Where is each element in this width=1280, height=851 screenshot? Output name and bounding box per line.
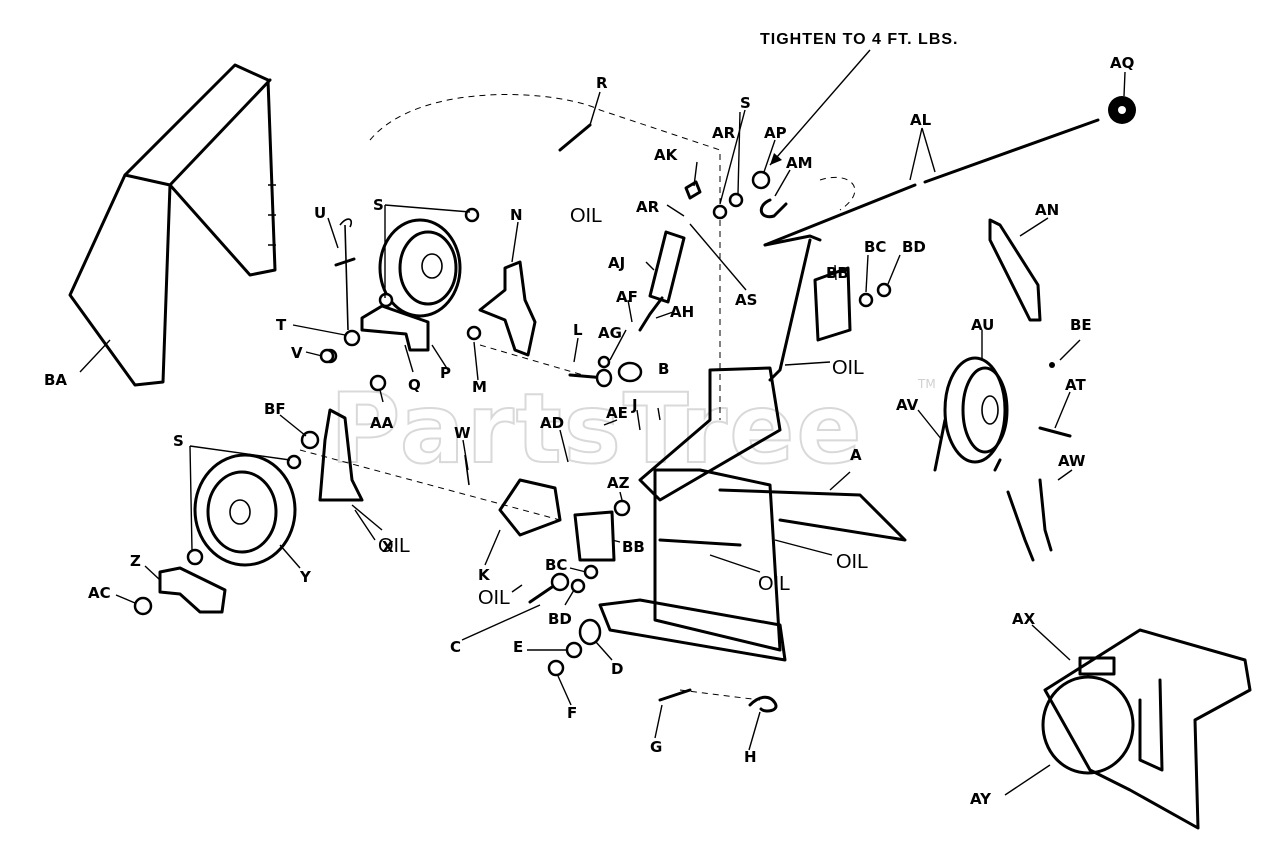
middle-hardware (319, 348, 631, 537)
label-ak: AK (654, 146, 679, 164)
label-bc: BC (864, 238, 886, 256)
center-linkage-parts (568, 180, 702, 388)
label-aj: AJ (608, 254, 625, 272)
oil-label: OIL (378, 535, 410, 557)
assembly-guide-line (679, 689, 761, 701)
assembly-guide-line (479, 344, 601, 381)
bracket-an (988, 218, 1042, 322)
label-ag: AG (598, 324, 622, 342)
label-q: Q (408, 376, 421, 394)
bolt-r (558, 123, 592, 152)
assembly-guide-line (369, 94, 721, 420)
label-ad: AD (540, 414, 564, 432)
label-x: X (382, 538, 394, 556)
label-ax: AX (1012, 610, 1036, 628)
label-s-lower: S (173, 432, 184, 450)
pin-at (1038, 426, 1072, 438)
oil-callouts: OIL OIL OIL OIL OIL OIL (354, 205, 868, 609)
label-t: T (276, 316, 287, 334)
label-s: S (740, 94, 751, 112)
label-ba: BA (44, 371, 67, 389)
label-be: BE (1070, 316, 1092, 334)
oil-label: OIL (570, 205, 602, 227)
label-ar-2: AR (712, 124, 736, 142)
label-f: F (567, 704, 577, 722)
label-au: AU (971, 316, 994, 334)
oil-label: OIL (832, 357, 864, 379)
label-ap: AP (764, 124, 787, 142)
label-m: M (472, 378, 487, 396)
label-ac: AC (88, 584, 111, 602)
watermark-trademark: TM (917, 377, 936, 391)
label-r: R (596, 74, 608, 92)
label-am: AM (786, 154, 813, 172)
label-leaders (79, 71, 1126, 796)
belt-guard-shield (68, 63, 277, 387)
torque-note: TIGHTEN TO 4 FT. LBS. (760, 31, 959, 48)
label-a: A (850, 446, 862, 464)
label-ay: AY (970, 790, 992, 808)
label-j: J (631, 396, 638, 414)
upper-idler-assembly (322, 207, 480, 364)
label-e: E (513, 638, 523, 656)
label-aa: AA (370, 414, 394, 432)
label-af: AF (616, 288, 638, 306)
label-at: AT (1065, 376, 1086, 394)
label-b: B (658, 360, 669, 378)
oil-label: OIL (758, 573, 790, 595)
washer-bc (858, 292, 874, 308)
part-labels: BA R S S N U T V Q P M AA L AG AF AH AJ … (44, 54, 1134, 808)
upper-hardware (712, 170, 788, 220)
label-bf: BF (264, 400, 286, 418)
label-bd: BD (902, 238, 926, 256)
label-ar: AR (636, 198, 660, 216)
oil-label: OIL (478, 587, 510, 609)
label-k: K (478, 566, 491, 584)
oil-label: OIL (836, 551, 868, 573)
torque-leader (769, 49, 871, 166)
nut-bd (876, 282, 892, 298)
label-h: H (744, 748, 757, 766)
torque-arrowhead (770, 153, 782, 165)
main-frame (598, 238, 907, 662)
label-v: V (291, 344, 303, 362)
label-w: W (454, 424, 471, 442)
label-s: S (373, 196, 384, 214)
label-u: U (314, 204, 326, 222)
label-ah: AH (670, 303, 694, 321)
bracket-bb-upper (813, 266, 852, 342)
label-bb-lower: BB (622, 538, 645, 556)
assembly-guide-line (299, 449, 561, 521)
label-av: AV (896, 396, 919, 414)
label-d: D (611, 660, 623, 678)
label-bd-lower: BD (548, 610, 572, 628)
label-az: AZ (607, 474, 630, 492)
label-as: AS (735, 291, 757, 309)
lower-idler-assembly (133, 408, 364, 616)
drive-pulley (933, 356, 1009, 472)
label-l: L (573, 321, 583, 339)
label-n: N (510, 206, 523, 224)
assembly-guide-line (819, 176, 856, 211)
label-ae: AE (606, 404, 628, 422)
label-al: AL (910, 111, 932, 129)
label-c: C (450, 638, 461, 656)
label-an: AN (1035, 201, 1059, 219)
bracket-bb-lower (573, 510, 616, 562)
bracket-n (466, 260, 537, 357)
label-z: Z (130, 552, 141, 570)
control-rod (763, 96, 1136, 247)
part-be (1049, 362, 1055, 368)
label-bc-lower: BC (545, 556, 567, 574)
spring-aw (1006, 478, 1053, 562)
label-aq: AQ (1110, 54, 1134, 72)
label-aw: AW (1058, 452, 1086, 470)
label-g: G (650, 738, 662, 756)
lower-hardware (528, 564, 778, 713)
label-bb: BB (826, 264, 849, 282)
belt-cover-ay (1041, 628, 1252, 830)
label-y: Y (299, 568, 312, 586)
label-p: P (440, 364, 451, 382)
